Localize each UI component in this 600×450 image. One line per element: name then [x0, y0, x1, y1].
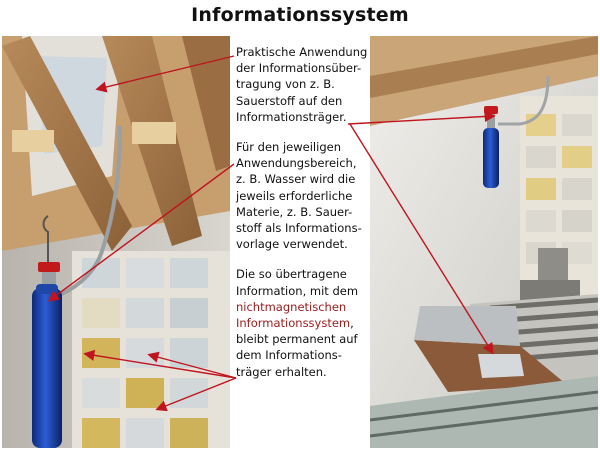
page-title: Informationssystem: [191, 4, 409, 26]
paragraph-practical-application: Praktische Anwendung der Informationsübe…: [236, 45, 368, 124]
highlight-nonmagnetic: nichtmagnetischen: [236, 299, 347, 314]
photo-left-oxygen-cylinder: [2, 36, 230, 448]
highlight-information-system: Informationssystem: [236, 316, 351, 331]
photo-right-conveyor: [370, 36, 598, 448]
paragraph-transferred-information: Die so übertragene Information, mit dem …: [236, 267, 359, 379]
description-text: Praktische Anwendung der Informationsübe…: [236, 44, 368, 394]
paragraph-application-area: Für den jeweiligen Anwendungsbereich, z.…: [236, 140, 362, 252]
